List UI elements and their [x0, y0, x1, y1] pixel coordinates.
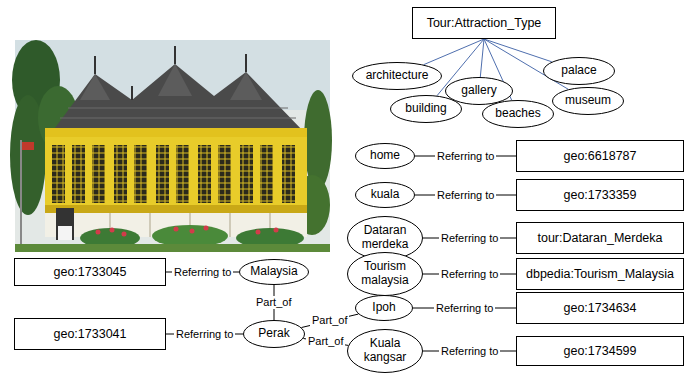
concept-ellipse: gallery — [445, 77, 513, 105]
relation-label: Referring to — [439, 268, 500, 281]
relation-label: Referring to — [174, 328, 235, 341]
node-label: gallery — [461, 84, 496, 98]
concept-ellipse: Ipoh — [355, 295, 413, 321]
relation-label: Part_of — [306, 335, 345, 348]
node-text-group: geo:1733359 — [564, 188, 637, 202]
concept-ellipse: home — [355, 143, 415, 169]
concept-ellipse: beaches — [482, 100, 554, 128]
uri-box: geo:1734599 — [516, 336, 684, 366]
relation-label: Referring to — [434, 302, 495, 315]
node-text-group: Dataran merdeka — [359, 224, 411, 252]
node-label: home — [370, 149, 400, 163]
concept-ellipse: Tourism malaysia — [347, 252, 423, 296]
uri-box: dbpedia:Tourism_Malaysia — [516, 258, 684, 290]
relation-label: Part_of — [254, 296, 293, 309]
concept-ellipse: architecture — [352, 62, 442, 90]
uri-box: geo:1733359 — [516, 179, 684, 211]
node-label: geo:1734634 — [564, 301, 637, 315]
uri-box: Tour:Attraction_Type — [412, 7, 556, 39]
node-label: Tourism malaysia — [359, 260, 411, 288]
node-label: geo:1734599 — [564, 344, 637, 358]
node-text-group: Kuala kangsar — [359, 337, 411, 365]
concept-ellipse: building — [390, 95, 462, 123]
relation-label: Referring to — [172, 266, 233, 279]
node-label: Perak — [258, 327, 289, 341]
node-label: Tour:Attraction_Type — [427, 16, 542, 30]
relation-label: Referring to — [435, 150, 496, 163]
uri-box: tour:Dataran_Merdeka — [516, 222, 684, 254]
node-text-group: geo:1734599 — [564, 344, 637, 358]
node-text-group: tour:Dataran_Merdeka — [537, 231, 662, 245]
node-text-group: Ipoh — [372, 301, 395, 315]
node-label: Kuala kangsar — [359, 337, 411, 365]
node-text-group: geo:1734634 — [564, 301, 637, 315]
node-label: tour:Dataran_Merdeka — [537, 231, 662, 245]
node-label: beaches — [495, 107, 540, 121]
node-text-group: Malaysia — [250, 265, 297, 279]
node-label: Malaysia — [250, 265, 297, 279]
node-text-group: museum — [565, 94, 611, 108]
node-text-group: beaches — [495, 107, 540, 121]
concept-ellipse: Kuala kangsar — [347, 329, 423, 373]
node-text-group: geo:6618787 — [564, 149, 637, 163]
node-text-group: building — [405, 102, 446, 116]
relation-label: Referring to — [435, 189, 496, 202]
node-text-group: Perak — [258, 327, 289, 341]
uri-box: geo:1733041 — [14, 318, 166, 350]
node-label: geo:1733359 — [564, 188, 637, 202]
relation-line — [480, 39, 484, 77]
node-text-group: geo:1733041 — [54, 327, 127, 341]
concept-ellipse: kuala — [355, 182, 415, 208]
concept-ellipse: palace — [543, 57, 615, 85]
node-text-group: palace — [561, 64, 596, 78]
node-text-group: home — [370, 149, 400, 163]
node-label: Ipoh — [372, 301, 395, 315]
node-label: museum — [565, 94, 611, 108]
relation-label: Part_of — [310, 314, 349, 327]
node-text-group: geo:1733045 — [54, 265, 127, 279]
node-text-group: Tourism malaysia — [359, 260, 411, 288]
node-text-group: kuala — [371, 188, 400, 202]
concept-ellipse: Perak — [243, 320, 305, 348]
node-text-group: gallery — [461, 84, 496, 98]
node-label: geo:1733041 — [54, 327, 127, 341]
node-text-group: architecture — [366, 69, 429, 83]
node-label: geo:6618787 — [564, 149, 637, 163]
node-label: architecture — [366, 69, 429, 83]
concept-ellipse: Malaysia — [239, 259, 309, 285]
relation-label: Referring to — [439, 232, 500, 245]
node-label: geo:1733045 — [54, 265, 127, 279]
node-label: Dataran merdeka — [359, 224, 411, 252]
uri-box: geo:1734634 — [516, 292, 684, 324]
concept-ellipse: museum — [552, 87, 624, 115]
node-text-group: Tour:Attraction_Type — [427, 16, 542, 30]
relation-line — [484, 39, 552, 62]
node-label: kuala — [371, 188, 400, 202]
node-label: building — [405, 102, 446, 116]
relation-line — [302, 314, 359, 327]
relation-label: Referring to — [439, 345, 500, 358]
uri-box: geo:6618787 — [516, 140, 684, 172]
node-text-group: dbpedia:Tourism_Malaysia — [526, 267, 674, 281]
uri-box: geo:1733045 — [14, 258, 166, 286]
node-label: dbpedia:Tourism_Malaysia — [526, 267, 674, 281]
node-label: palace — [561, 64, 596, 78]
relation-line — [424, 39, 484, 65]
